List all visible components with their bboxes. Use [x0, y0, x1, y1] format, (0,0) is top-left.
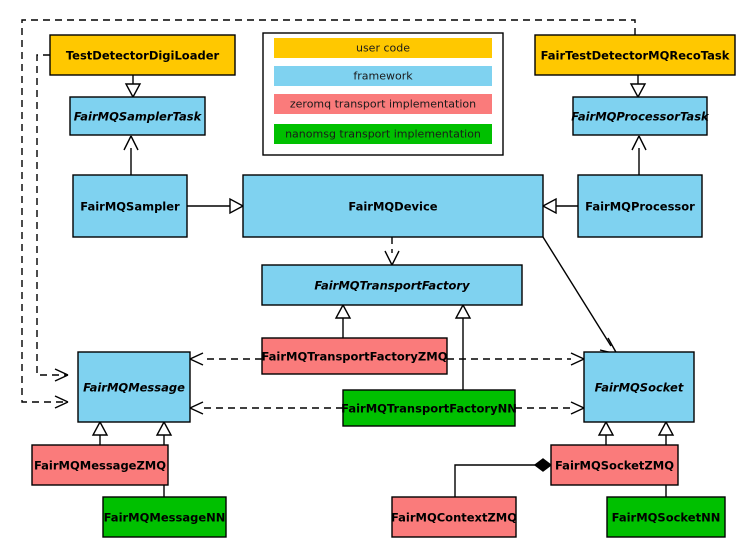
- legend-item-zeromq: zeromq transport implementation: [274, 94, 492, 114]
- node-label: FairMQSampler: [80, 200, 180, 214]
- node-label: FairTestDetectorMQRecoTask: [541, 49, 730, 63]
- node-label: FairMQTransportFactoryNN: [341, 402, 517, 416]
- edge-digiloader-to-samplertask: [124, 75, 142, 99]
- legend-panel: user code framework zeromq transport imp…: [262, 32, 504, 156]
- node-fairmq-message-nn[interactable]: FairMQMessageNN: [102, 496, 227, 538]
- node-fairmq-message[interactable]: FairMQMessage: [77, 351, 191, 423]
- edge-factorynn-to-factory: [454, 303, 472, 390]
- node-label: FairMQTransportFactory: [314, 279, 470, 293]
- node-fairmq-transport-factory-zmq[interactable]: FairMQTransportFactoryZMQ: [261, 337, 448, 375]
- node-label: FairMQDevice: [348, 200, 437, 214]
- node-label: FairMQSocket: [595, 381, 684, 395]
- node-fairmq-processor[interactable]: FairMQProcessor: [577, 174, 703, 238]
- legend-item-label: framework: [353, 70, 413, 83]
- edge-processor-to-processortask: [631, 135, 647, 175]
- edge-device-to-socket: [542, 236, 618, 355]
- node-label: FairMQContextZMQ: [391, 511, 517, 525]
- edge-sampler-to-samplertask: [123, 135, 139, 175]
- node-label: FairMQProcessorTask: [571, 110, 710, 124]
- node-fairmq-processor-task[interactable]: FairMQProcessorTask: [571, 96, 710, 136]
- node-fairmq-transport-factory-nn[interactable]: FairMQTransportFactoryNN: [341, 389, 517, 427]
- node-fairmq-socket-zmq[interactable]: FairMQSocketZMQ: [550, 444, 679, 486]
- node-fairmq-transport-factory[interactable]: FairMQTransportFactory: [261, 264, 523, 306]
- node-fairmq-socket[interactable]: FairMQSocket: [583, 351, 695, 423]
- node-fairmq-context-zmq[interactable]: FairMQContextZMQ: [391, 496, 517, 538]
- node-fairmq-message-zmq[interactable]: FairMQMessageZMQ: [31, 444, 169, 486]
- node-fairmq-socket-nn[interactable]: FairMQSocketNN: [606, 496, 726, 538]
- node-fairmq-device[interactable]: FairMQDevice: [242, 174, 544, 238]
- node-label: TestDetectorDigiLoader: [66, 49, 220, 63]
- node-test-detector-digi-loader[interactable]: TestDetectorDigiLoader: [49, 34, 236, 76]
- node-label: FairMQSocketNN: [612, 511, 721, 525]
- legend-item-user-code: user code: [274, 38, 492, 58]
- edge-factorynn-to-message: [189, 401, 343, 415]
- node-label: FairMQTransportFactoryZMQ: [261, 350, 447, 364]
- edge-socketzmq-to-socket: [597, 420, 615, 445]
- edge-reco-task-to-message: [21, 19, 636, 409]
- edge-factoryzmq-to-factory: [334, 303, 352, 338]
- node-label: FairMQMessage: [83, 381, 185, 395]
- edge-recotask-to-processortask: [629, 75, 647, 99]
- node-fairmq-sampler[interactable]: FairMQSampler: [72, 174, 188, 238]
- edge-factoryzmq-to-message: [189, 352, 262, 366]
- edge-processor-to-device: [541, 197, 578, 215]
- legend-item-nanomsg: nanomsg transport implementation: [274, 124, 492, 144]
- edge-factoryzmq-to-socket: [447, 352, 585, 366]
- node-fair-test-detector-mq-reco-task[interactable]: FairTestDetectorMQRecoTask: [534, 34, 736, 76]
- legend-item-label: user code: [356, 42, 410, 55]
- edge-device-to-transportfactory: [384, 237, 400, 266]
- edge-digi-loader-to-message: [36, 54, 69, 382]
- node-fairmq-sampler-task[interactable]: FairMQSamplerTask: [69, 96, 206, 136]
- legend-item-framework: framework: [274, 66, 492, 86]
- edge-sampler-to-device: [187, 197, 245, 215]
- legend-item-label: zeromq transport implementation: [290, 98, 476, 111]
- edge-socketzmq-to-contextzmq-composition: [454, 458, 553, 497]
- node-label: FairMQMessageZMQ: [34, 459, 166, 473]
- edge-messagezmq-to-message: [91, 420, 109, 445]
- node-label: FairMQSamplerTask: [74, 110, 203, 124]
- legend-item-label: nanomsg transport implementation: [285, 128, 481, 141]
- node-label: FairMQSocketZMQ: [555, 459, 674, 473]
- node-label: FairMQProcessor: [585, 200, 695, 214]
- node-label: FairMQMessageNN: [104, 511, 226, 525]
- edge-factorynn-to-socket: [515, 401, 585, 415]
